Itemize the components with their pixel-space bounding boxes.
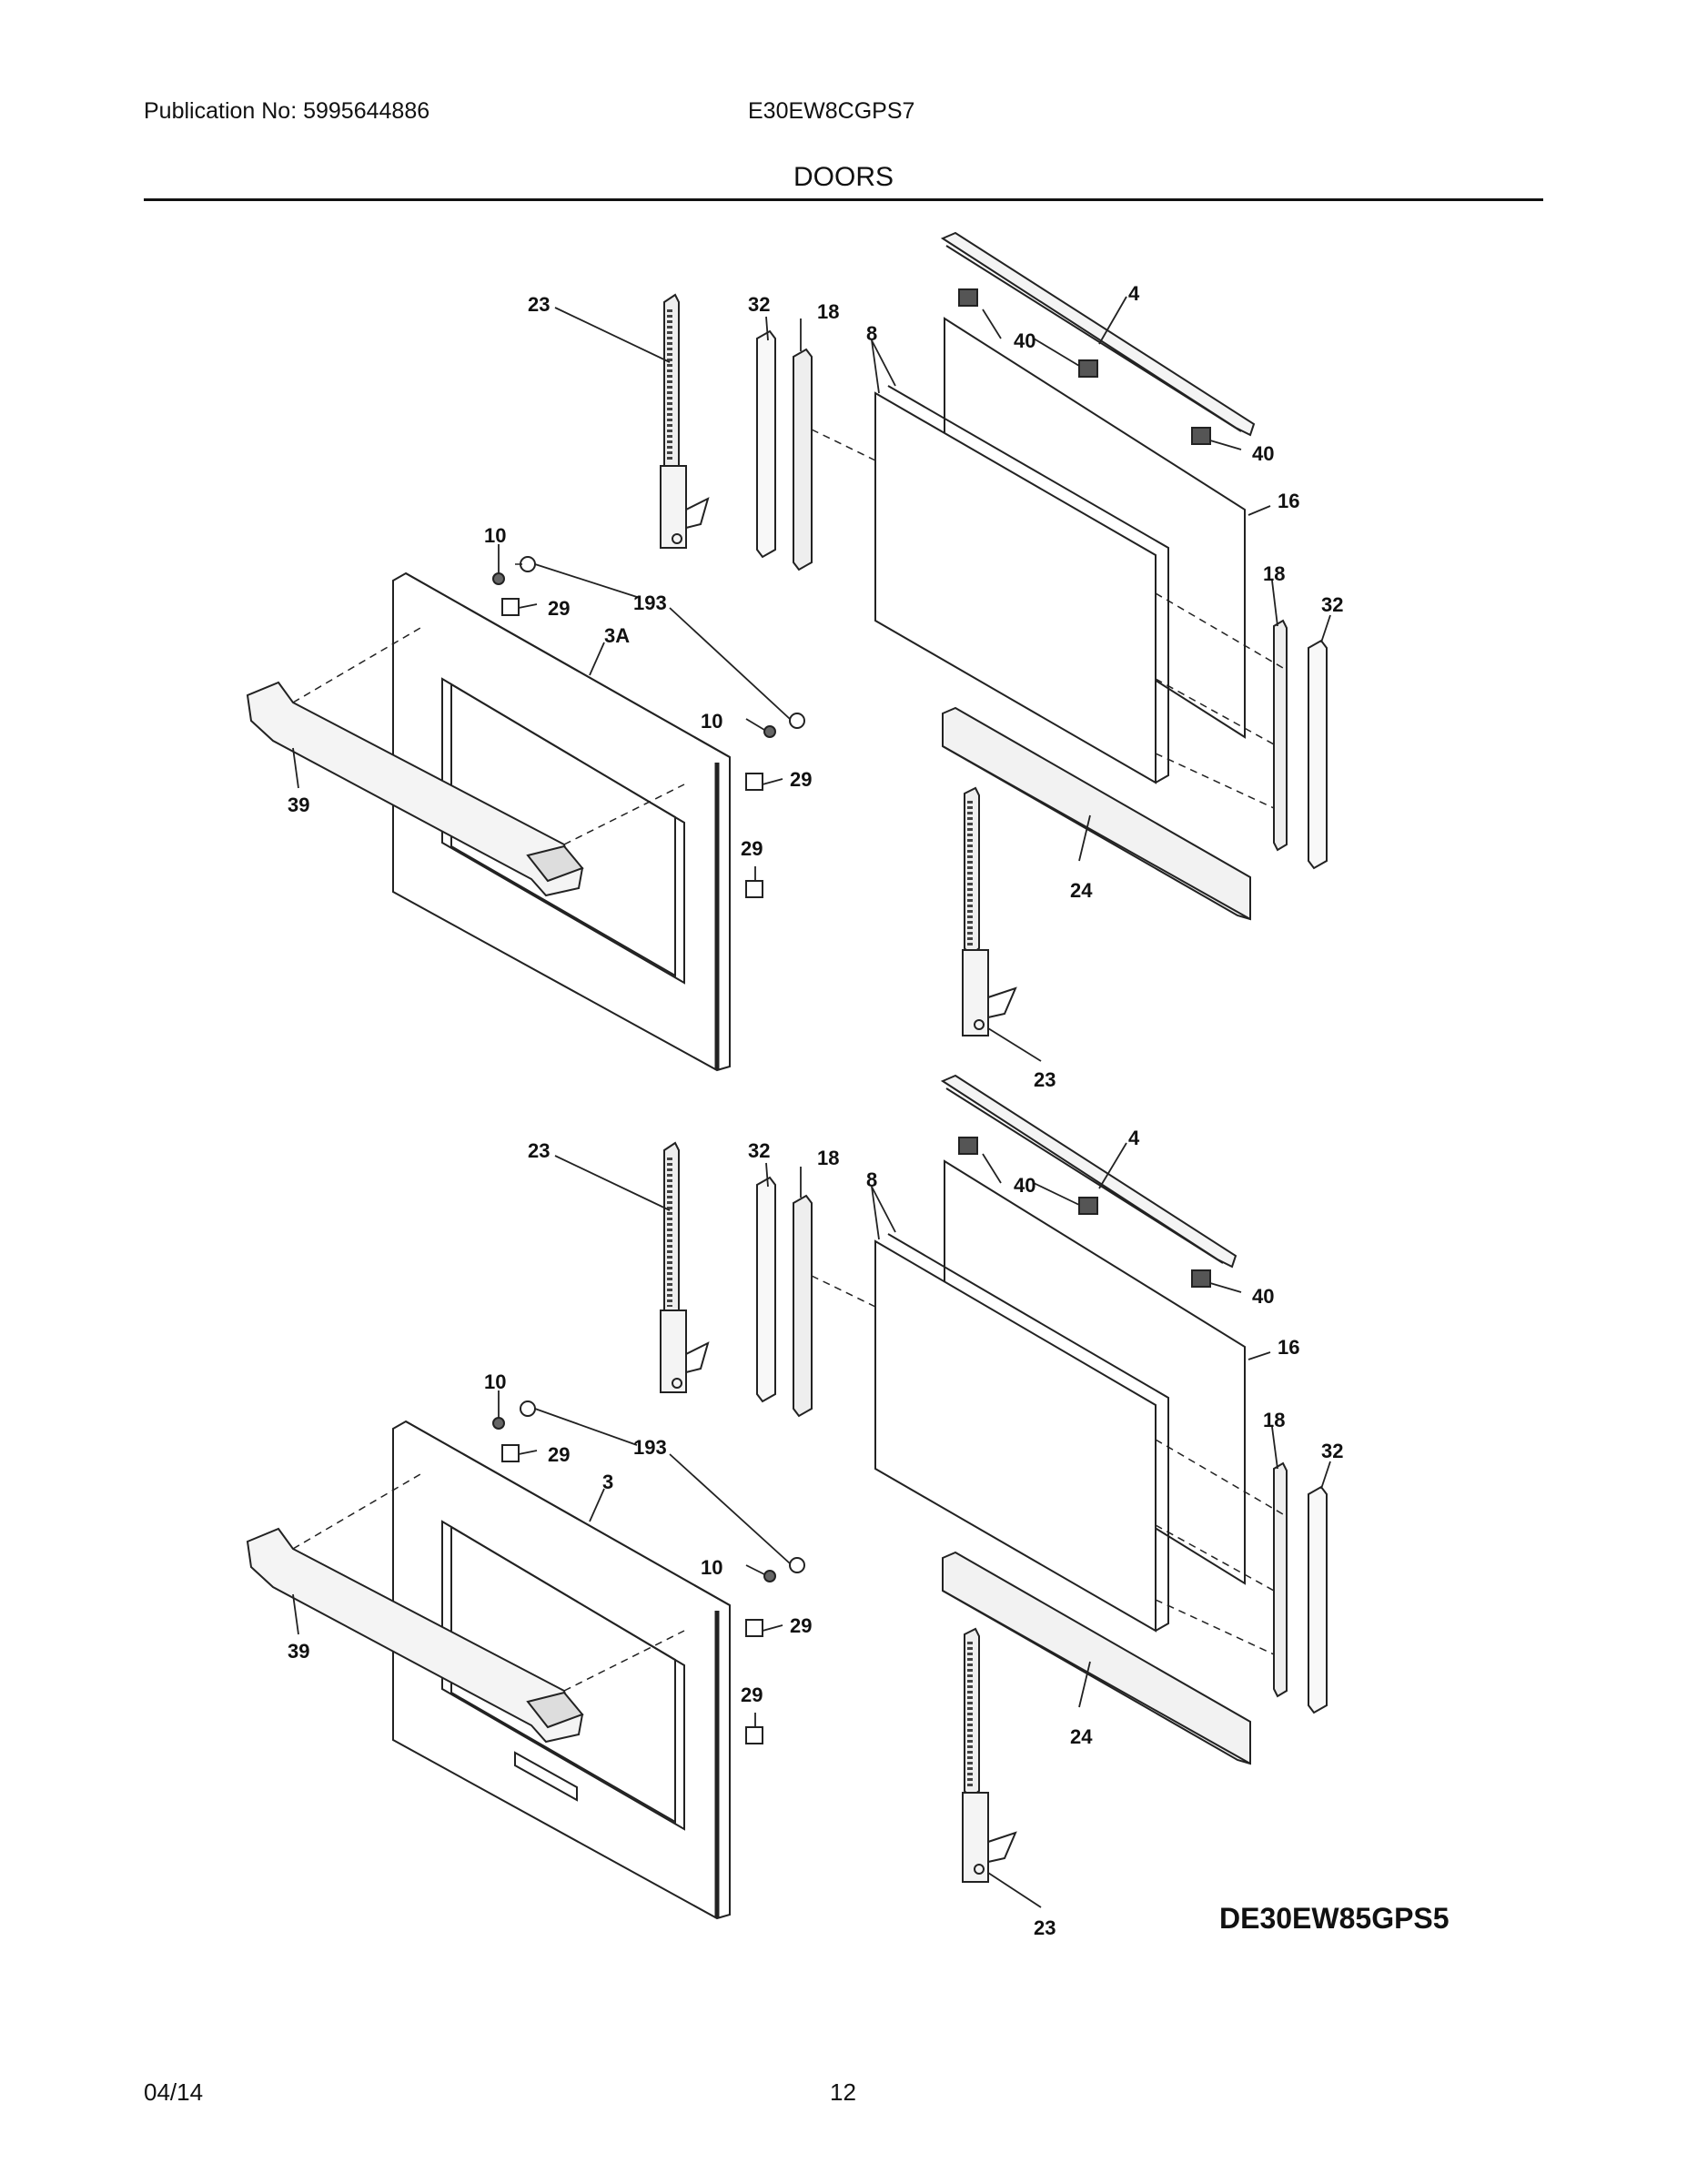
- svg-text:40: 40: [1014, 329, 1035, 352]
- svg-text:10: 10: [484, 1370, 506, 1393]
- svg-text:39: 39: [288, 1640, 309, 1663]
- svg-text:29: 29: [790, 768, 812, 791]
- screw-upper-top: [492, 572, 505, 585]
- svg-text:193: 193: [633, 1436, 667, 1459]
- svg-text:29: 29: [741, 1684, 763, 1706]
- shim-lower-side: [745, 1619, 763, 1637]
- svg-text:32: 32: [1321, 593, 1343, 616]
- svg-text:23: 23: [528, 1139, 550, 1162]
- bracket-lower: [940, 1074, 1237, 1269]
- page-number: 12: [830, 2078, 856, 2106]
- svg-text:40: 40: [1252, 1285, 1274, 1308]
- footer-date: 04/14: [144, 2078, 204, 2106]
- alignment-lines-upper: [292, 429, 1284, 845]
- svg-text:18: 18: [1263, 1409, 1285, 1431]
- svg-text:29: 29: [548, 597, 570, 620]
- svg-text:10: 10: [484, 524, 506, 547]
- svg-text:193: 193: [633, 592, 667, 614]
- svg-text:32: 32: [748, 293, 770, 316]
- svg-text:23: 23: [1034, 1916, 1056, 1939]
- callouts-upper: 23 32 18 8 4 40 40 16 18 32 10 193 29 3A…: [288, 282, 1343, 1091]
- alignment-lines-lower: [292, 1275, 1284, 1692]
- trim-upper-left: [756, 329, 776, 559]
- shim-upper-side: [745, 773, 763, 791]
- svg-text:32: 32: [1321, 1440, 1343, 1462]
- svg-text:24: 24: [1070, 1725, 1093, 1748]
- hinge-lower-bottom: [962, 1627, 1017, 1883]
- svg-text:18: 18: [817, 300, 839, 323]
- svg-text:40: 40: [1014, 1174, 1035, 1197]
- screw-upper-side: [763, 725, 776, 738]
- svg-text:29: 29: [548, 1443, 570, 1466]
- publication-number: Publication No: 5995644886: [144, 98, 430, 124]
- leader-lines-upper: [292, 296, 1331, 1062]
- svg-text:24: 24: [1070, 879, 1093, 902]
- svg-text:39: 39: [288, 794, 309, 816]
- svg-text:3: 3: [602, 1471, 613, 1493]
- section-title: DOORS: [793, 162, 894, 192]
- header-rule: [144, 198, 1543, 201]
- svg-text:32: 32: [748, 1139, 770, 1162]
- spacer-lower-c: [1191, 1269, 1211, 1288]
- svg-text:29: 29: [741, 837, 763, 860]
- svg-text:3A: 3A: [604, 624, 630, 647]
- seal-lower-left: [793, 1194, 813, 1418]
- bracket-upper: [940, 231, 1256, 437]
- hinge-upper-top: [660, 293, 710, 549]
- upper-door-assembly: 23 32 18 8 4 40 40 16 18 32 10 193 29 3A…: [246, 231, 1343, 1091]
- svg-text:23: 23: [528, 293, 550, 316]
- door-outer-upper: [392, 571, 731, 1072]
- screw-lower-top: [492, 1417, 505, 1430]
- spacer-upper-b: [1078, 359, 1098, 378]
- cap-lower-side: [789, 1557, 805, 1573]
- diagram-id: DE30EW85GPS5: [1219, 1902, 1450, 1935]
- svg-text:29: 29: [790, 1614, 812, 1637]
- leader-lines-lower: [292, 1142, 1331, 1908]
- svg-text:4: 4: [1128, 282, 1140, 305]
- callouts-lower: 23 32 18 8 4 40 40 16 18 32 10 193 29 3 …: [288, 1127, 1343, 1939]
- screw-lower-side: [763, 1570, 776, 1582]
- seal-upper-right: [1273, 619, 1288, 852]
- cap-lower-top: [520, 1400, 536, 1417]
- trim-lower-left: [756, 1176, 776, 1403]
- svg-text:40: 40: [1252, 442, 1274, 465]
- cap-upper-side: [789, 713, 805, 729]
- trim-upper-right: [1308, 639, 1328, 870]
- spacer-lower-b: [1078, 1197, 1098, 1215]
- shim-lower-top: [501, 1444, 520, 1462]
- hinge-lower-top: [660, 1141, 710, 1393]
- svg-text:10: 10: [701, 710, 722, 733]
- hinge-upper-bottom: [962, 786, 1017, 1036]
- shim-upper-low: [745, 880, 763, 898]
- svg-text:16: 16: [1278, 1336, 1299, 1359]
- svg-text:8: 8: [866, 1168, 877, 1191]
- handle-lower: [246, 1527, 584, 1744]
- shim-lower-low: [745, 1726, 763, 1744]
- svg-text:4: 4: [1128, 1127, 1140, 1149]
- svg-text:16: 16: [1278, 490, 1299, 512]
- svg-text:23: 23: [1034, 1068, 1056, 1091]
- lower-door-assembly: 23 32 18 8 4 40 40 16 18 32 10 193 29 3 …: [246, 1074, 1343, 1939]
- cap-upper-top: [520, 556, 536, 572]
- seal-lower-right: [1273, 1461, 1288, 1698]
- svg-text:18: 18: [1263, 562, 1285, 585]
- spacer-upper-c: [1191, 427, 1211, 445]
- seal-upper-left: [793, 348, 813, 571]
- svg-text:18: 18: [817, 1147, 839, 1169]
- svg-text:10: 10: [701, 1556, 722, 1579]
- model-number: E30EW8CGPS7: [748, 98, 915, 124]
- spacer-lower-a: [958, 1137, 978, 1155]
- spacer-upper-a: [958, 288, 978, 307]
- handle-upper: [246, 681, 584, 897]
- shim-upper-top: [501, 598, 520, 616]
- svg-text:8: 8: [866, 322, 877, 345]
- trim-lower-right: [1308, 1485, 1328, 1714]
